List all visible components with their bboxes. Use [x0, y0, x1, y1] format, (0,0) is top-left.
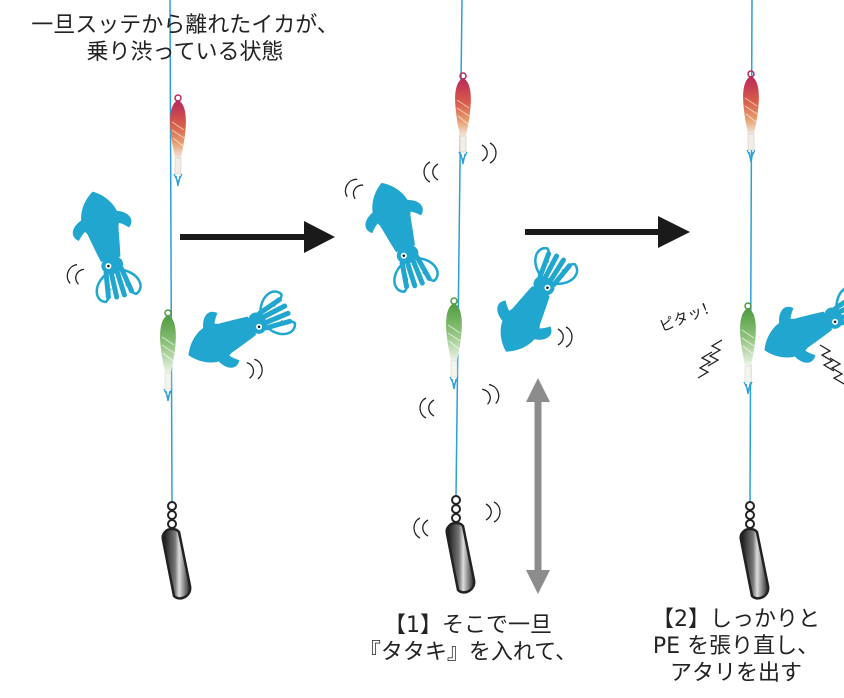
motion-lines-icon [481, 142, 497, 164]
motion-lines-icon [63, 261, 86, 287]
squid-icon [64, 184, 151, 306]
sinker-icon [161, 500, 192, 600]
motion-lines-icon [480, 381, 503, 407]
motion-lines-icon [413, 517, 429, 539]
annotation-pitat: ピタッ！ [657, 297, 719, 336]
motion-lines-icon [423, 161, 439, 183]
caption-step1-line2: 『タタキ』を入れて、 [358, 640, 578, 665]
squid-icon [176, 282, 301, 383]
caption-step2-line2: PE を張り直し、 [652, 634, 820, 659]
jig-icon [454, 72, 472, 165]
motion-lines-icon [419, 397, 435, 419]
motion-lines-icon [557, 326, 573, 348]
jig-icon [445, 297, 463, 390]
jig-icon [159, 309, 177, 402]
jig-icon [742, 70, 760, 163]
motion-lines-icon [245, 357, 265, 381]
caption-top-line2: 乗り渋っている状態 [86, 40, 284, 65]
fishing-line-1 [169, 0, 173, 504]
right-arrow-icon [180, 221, 335, 253]
right-arrow-icon [525, 216, 690, 248]
caption-step2-line3: アタリを出す [669, 661, 802, 686]
fishing-line-3 [749, 0, 753, 504]
caption-top-line1: 一旦スッテから離れたイカが、 [31, 13, 339, 38]
caption-step1-line1: 【1】そこで一旦 [384, 613, 552, 638]
motion-lines-icon [485, 501, 501, 523]
squid-icon [353, 173, 447, 297]
double-arrow-icon [526, 378, 550, 594]
caption-top: 一旦スッテから離れたイカが、 乗り渋っている状態 [0, 12, 370, 66]
sinker-icon [739, 500, 770, 600]
motion-lines-icon [341, 175, 365, 202]
jig-icon [739, 302, 757, 395]
sinker-icon [445, 494, 476, 594]
jig-icon [169, 94, 187, 187]
caption-step2-line1: 【2】しっかりと [652, 607, 820, 632]
squid-icon [480, 241, 587, 366]
motion-lines-icon [697, 339, 844, 385]
caption-step1: 【1】そこで一旦 『タタキ』を入れて、 [318, 612, 618, 666]
caption-step2: 【2】しっかりと PE を張り直し、 アタリを出す [628, 606, 844, 687]
